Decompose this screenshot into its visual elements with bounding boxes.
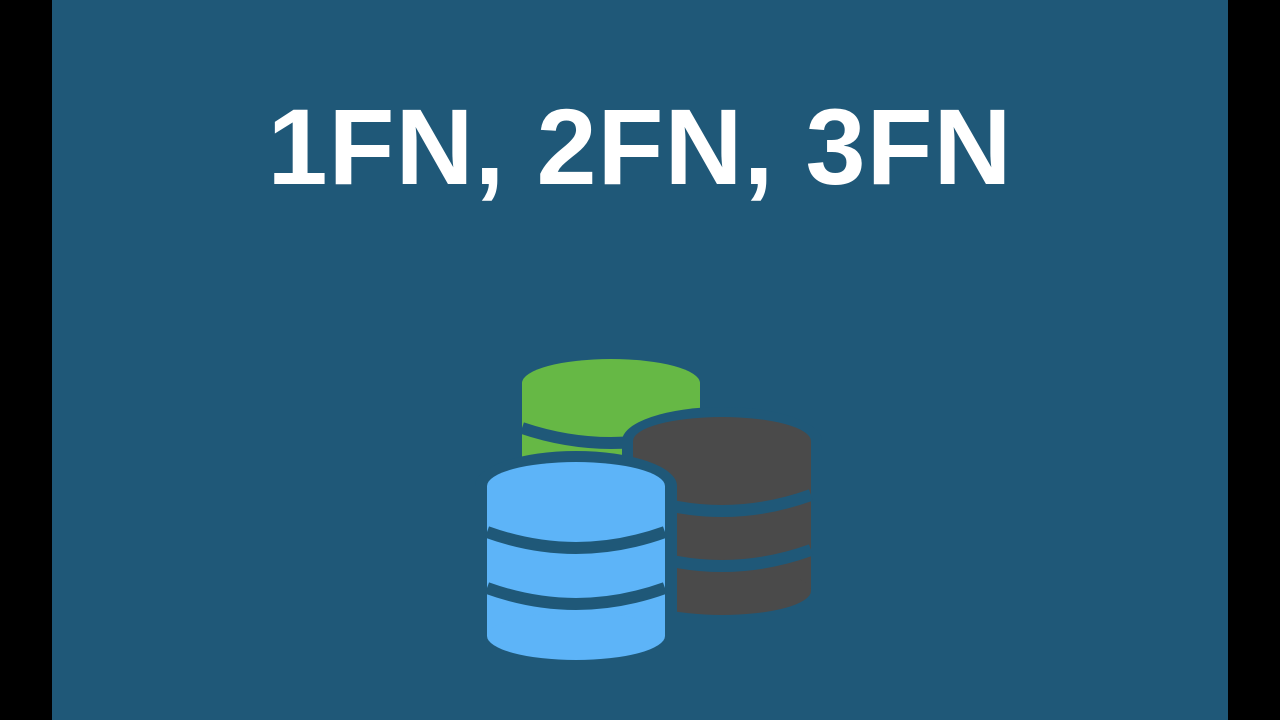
slide-title: 1FN, 2FN, 3FN	[267, 86, 1013, 207]
blue-database-cylinder-icon	[475, 451, 677, 662]
